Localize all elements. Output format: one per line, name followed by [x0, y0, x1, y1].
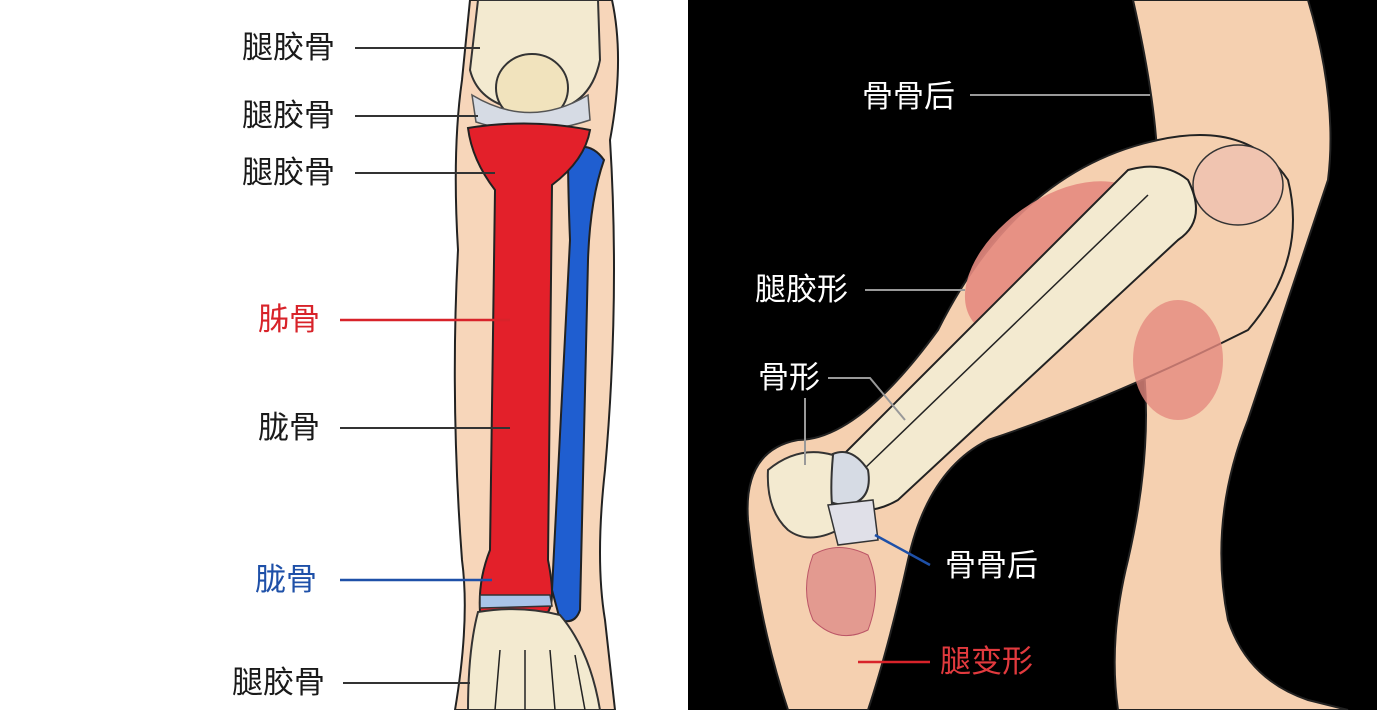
label-fibula-blue: 胧骨: [255, 562, 317, 598]
label-knee: 骨骨后: [862, 79, 955, 115]
tibia-red: [466, 122, 592, 616]
label-top-1: 腿胶骨: [242, 30, 335, 66]
side-leg-illustration: [746, 0, 1349, 710]
label-mid: 胧骨: [258, 410, 320, 446]
swelling: [806, 547, 876, 637]
label-calf: 腿胶形: [755, 272, 848, 308]
label-deformity: 腿变形: [940, 644, 1033, 680]
front-leg-panel: 腿胶骨 腿胶骨 腿胶骨 胏骨 胧骨 胧骨 腿胶骨: [0, 0, 688, 710]
calf-skin: [746, 134, 1294, 710]
label-bottom: 腿胶骨: [232, 665, 325, 701]
side-leg-panel: 骨骨后 腿胶形 骨形 骨骨后 腿变形: [688, 0, 1377, 710]
fibula-line: [862, 194, 1149, 471]
label-top-2: 腿胶骨: [242, 98, 335, 134]
talus: [827, 499, 879, 546]
label-tibia-red: 胏骨: [258, 302, 320, 338]
calf-muscle-back: [1133, 300, 1223, 420]
leader-lines: [804, 94, 1150, 664]
label-top-3: 腿胶骨: [242, 155, 335, 191]
fibula-blue: [550, 145, 606, 623]
foot-bones: [466, 608, 602, 710]
foot-bone-lines: [494, 649, 586, 710]
leader-lines: [340, 47, 510, 684]
label-talus: 骨骨后: [945, 548, 1038, 584]
label-ankle: 骨形: [758, 360, 820, 396]
ankle-cartilage: [479, 594, 553, 609]
front-leg-illustration: [340, 0, 619, 710]
knee-joint: [1192, 144, 1284, 226]
